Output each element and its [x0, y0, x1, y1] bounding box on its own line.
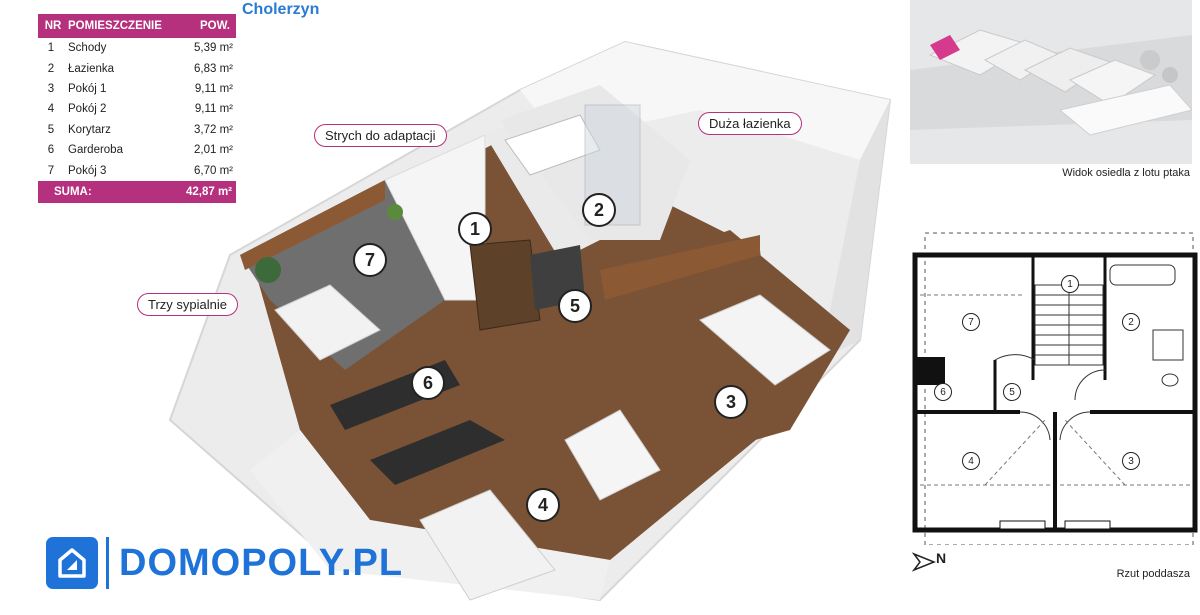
- row-nr: 2: [47, 62, 55, 75]
- table-row: 5 Korytarz 3,72 m²: [38, 120, 236, 140]
- floor-plan: [912, 232, 1198, 545]
- room-badge-6: 6: [411, 366, 445, 400]
- logo-divider: [106, 537, 109, 589]
- room-badge-5: 5: [558, 289, 592, 323]
- brand-name: DOMOPOLY.PL: [119, 541, 404, 584]
- row-nr: 3: [47, 82, 55, 95]
- plan-caption: Rzut poddasza: [1116, 568, 1190, 580]
- plan-badge-4: 4: [962, 452, 980, 470]
- table-row: 1 Schody 5,39 m²: [38, 38, 236, 58]
- row-name: Pokój 2: [68, 103, 107, 116]
- row-area: 2,01 m²: [194, 144, 233, 157]
- house-logo-icon: [46, 537, 98, 589]
- header-area: POW.: [199, 20, 230, 32]
- room-table-header: NR POMIESZCZENIE POW.: [38, 14, 236, 38]
- plan-badge-7: 7: [962, 313, 980, 331]
- row-area: 6,70 m²: [194, 164, 233, 177]
- row-name: Garderoba: [68, 144, 123, 157]
- table-row: 4 Pokój 2 9,11 m²: [38, 99, 236, 119]
- row-name: Łazienka: [68, 62, 115, 75]
- north-arrow: N: [911, 550, 946, 577]
- row-nr: 5: [47, 123, 55, 136]
- plan-badge-3: 3: [1122, 452, 1140, 470]
- plan-badge-5: 5: [1003, 383, 1021, 401]
- plan-badge-1: 1: [1061, 275, 1079, 293]
- row-nr: 4: [47, 103, 55, 116]
- aerial-caption: Widok osiedla z lotu ptaka: [1062, 167, 1190, 179]
- row-area: 6,83 m²: [194, 62, 233, 75]
- row-nr: 7: [47, 164, 55, 177]
- header-room: POMIESZCZENIE: [68, 20, 162, 32]
- row-area: 9,11 m²: [194, 82, 233, 95]
- room-badge-1: 1: [458, 212, 492, 246]
- row-name: Schody: [68, 42, 107, 55]
- row-nr: 1: [47, 42, 55, 55]
- table-row: 3 Pokój 1 9,11 m²: [38, 79, 236, 99]
- brand-logo: DOMOPOLY.PL: [46, 537, 403, 589]
- row-nr: 6: [47, 144, 55, 157]
- table-row: 6 Garderoba 2,01 m²: [38, 140, 236, 160]
- plan-badge-2: 2: [1122, 313, 1140, 331]
- row-area: 9,11 m²: [194, 103, 233, 116]
- row-area: 3,72 m²: [194, 123, 233, 136]
- row-area: 5,39 m²: [194, 42, 233, 55]
- callout-bathroom: Duża łazienka: [698, 112, 802, 135]
- plan-badge-6: 6: [934, 383, 952, 401]
- table-row: 2 Łazienka 6,83 m²: [38, 58, 236, 78]
- location-name: Cholerzyn: [242, 1, 320, 18]
- room-badge-2: 2: [582, 193, 616, 227]
- callout-attic: Strych do adaptacji: [314, 124, 447, 147]
- sum-label: SUMA:: [54, 185, 92, 198]
- sum-value: 42,87 m²: [185, 185, 232, 198]
- header-nr: NR: [44, 20, 62, 32]
- room-table: NR POMIESZCZENIE POW. 1 Schody 5,39 m² 2…: [38, 14, 236, 203]
- callout-bedrooms: Trzy sypialnie: [137, 293, 238, 316]
- floor-render: [168, 40, 892, 602]
- row-name: Pokój 3: [68, 164, 107, 177]
- row-name: Korytarz: [68, 123, 111, 136]
- room-table-sum: SUMA: 42,87 m²: [38, 180, 236, 203]
- room-badge-3: 3: [714, 385, 748, 419]
- north-arrow-icon: [911, 552, 937, 572]
- room-badge-7: 7: [353, 243, 387, 277]
- aerial-view-image: [910, 0, 1192, 164]
- row-name: Pokój 1: [68, 82, 107, 95]
- north-label: N: [936, 550, 947, 566]
- table-row: 7 Pokój 3 6,70 m²: [38, 160, 236, 180]
- room-badge-4: 4: [526, 488, 560, 522]
